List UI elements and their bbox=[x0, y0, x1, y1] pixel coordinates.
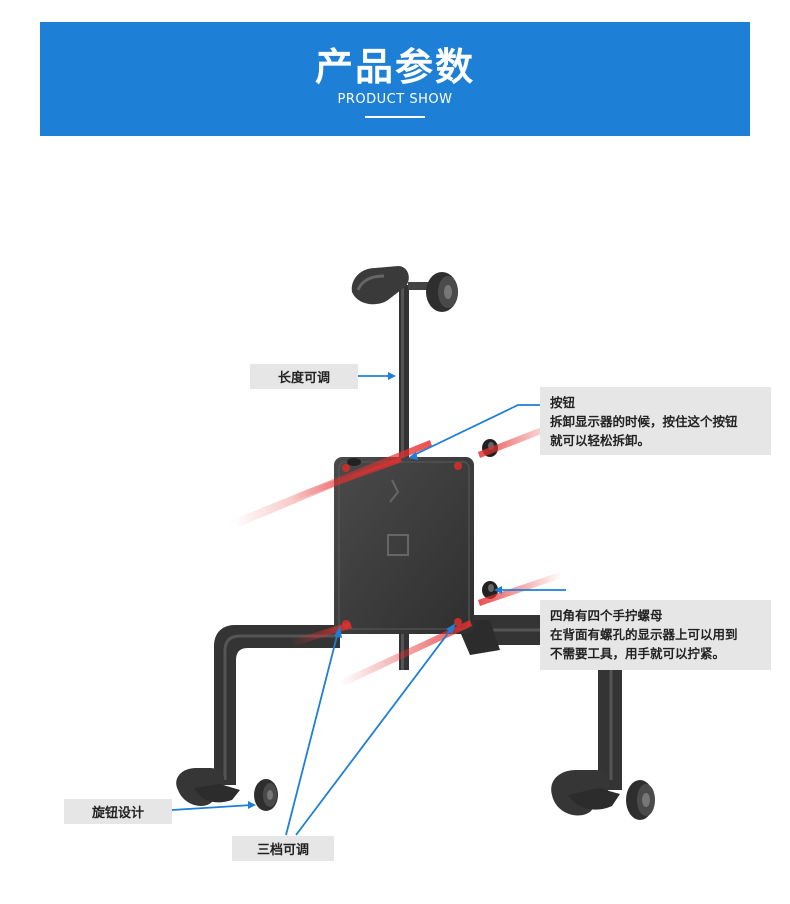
callout-thumb-nuts: 四角有四个手拧螺母 在背面有螺孔的显示器上可以用到 不需要工具，用手就可以拧紧。 bbox=[540, 600, 771, 670]
callout-button: 按钮 拆卸显示器的时候，按住这个按钮 就可以轻松拆卸。 bbox=[540, 387, 771, 455]
bottom-left-clamp bbox=[176, 768, 240, 806]
mounting-plate bbox=[334, 457, 474, 634]
label-three-levels: 三档可调 bbox=[232, 836, 334, 861]
callout-nuts-line2: 不需要工具，用手就可以拧紧。 bbox=[550, 646, 726, 661]
left-arm bbox=[214, 625, 340, 785]
callout-button-line1: 拆卸显示器的时候，按住这个按钮 bbox=[550, 414, 738, 429]
header-banner: 产品参数 PRODUCT SHOW bbox=[40, 22, 750, 136]
callout-nuts-line1: 在背面有螺孔的显示器上可以用到 bbox=[550, 627, 738, 642]
label-knob-design: 旋钮设计 bbox=[64, 799, 172, 824]
label-length-adjustable-text: 长度可调 bbox=[277, 371, 330, 386]
bottom-left-knob-icon bbox=[254, 779, 278, 811]
banner-divider bbox=[365, 116, 425, 118]
bottom-right-knob-icon bbox=[626, 780, 655, 820]
label-length-adjustable: 长度可调 bbox=[250, 364, 358, 389]
label-three-levels-text: 三档可调 bbox=[256, 843, 309, 858]
callout-nuts-title: 四角有四个手拧螺母 bbox=[550, 608, 663, 623]
banner-subtitle: PRODUCT SHOW bbox=[337, 92, 453, 107]
callout-button-title: 按钮 bbox=[550, 395, 576, 410]
callout-arrows bbox=[171, 372, 566, 836]
thumb-nut-bottom-icon bbox=[482, 581, 498, 599]
top-clamp bbox=[351, 266, 430, 305]
top-knob-icon bbox=[426, 272, 458, 312]
banner-title: 产品参数 bbox=[314, 45, 475, 89]
laser-indicators bbox=[232, 420, 562, 686]
bottom-right-clamp bbox=[551, 770, 620, 816]
callout-button-line2: 就可以轻松拆卸。 bbox=[550, 433, 651, 448]
label-knob-design-text: 旋钮设计 bbox=[91, 806, 144, 821]
